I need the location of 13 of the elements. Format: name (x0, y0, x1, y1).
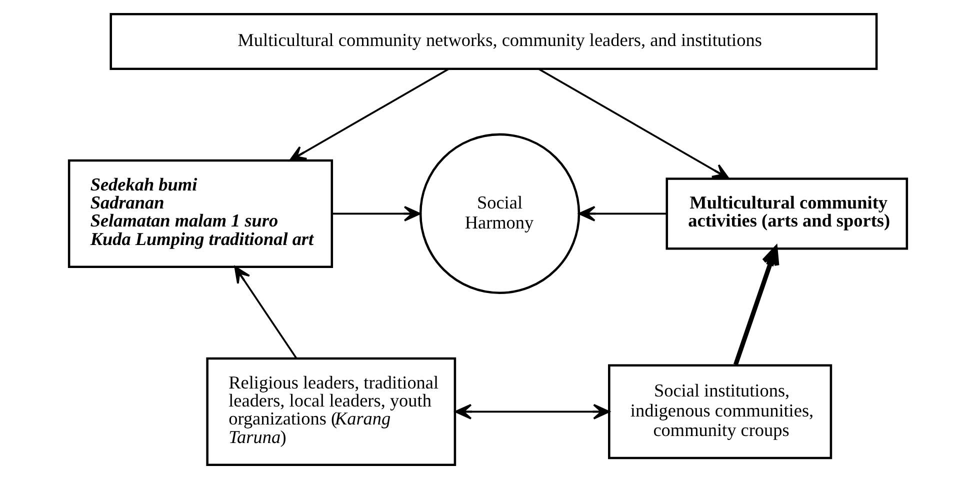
node-box: Multicultural community networks, community leaders, and institutions (110, 13, 878, 70)
arrow (332, 206, 421, 222)
node-box: Religious leaders, traditional leaders, local leaders, youth organizations (Karang Taruna) (206, 357, 456, 466)
arrow (538, 68, 730, 180)
arrow (578, 206, 667, 222)
node-box: Multicultural community activities (arts and sports) (666, 178, 908, 250)
node-box: Social institutions, indigenous communities, community croups (608, 364, 832, 460)
arrow (289, 68, 449, 162)
arrow (234, 266, 298, 359)
node-circle: Social Harmony (419, 133, 580, 294)
node-box: Sedekah bumi Sadranan Selamatan malam 1 suro Kuda Lumping traditional art (68, 159, 334, 268)
arrow (454, 404, 610, 420)
arrow (733, 246, 780, 366)
